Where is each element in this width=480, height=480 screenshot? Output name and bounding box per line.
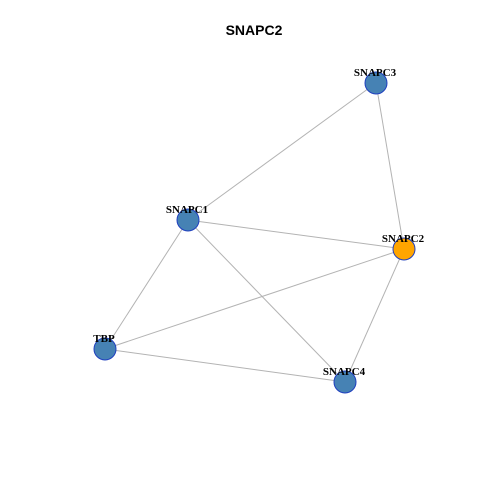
graph-title: SNAPC2	[226, 22, 283, 38]
node-snapc4: SNAPC4	[323, 366, 366, 394]
edge-snapc3-snapc2	[375, 82, 405, 250]
node-circle-tbp	[93, 337, 117, 361]
node-snapc3: SNAPC3	[354, 67, 397, 95]
node-circle-snapc2	[392, 237, 416, 261]
edge-snapc1-snapc4	[187, 219, 346, 383]
edges-layer	[104, 82, 405, 383]
node-circle-snapc3	[364, 71, 388, 95]
node-label-tbp: TBP	[93, 333, 115, 345]
node-label-snapc2: SNAPC2	[382, 233, 425, 245]
node-tbp: TBP	[93, 333, 117, 361]
edge-snapc2-snapc4	[344, 248, 405, 383]
node-circle-snapc1	[176, 208, 200, 232]
node-snapc1: SNAPC1	[166, 204, 208, 232]
node-label-snapc3: SNAPC3	[354, 67, 397, 79]
edge-snapc1-tbp	[104, 219, 189, 350]
node-snapc2: SNAPC2	[382, 233, 425, 261]
edge-snapc3-snapc1	[187, 82, 377, 221]
node-circle-snapc4	[333, 370, 357, 394]
node-label-snapc4: SNAPC4	[323, 366, 366, 378]
node-label-snapc1: SNAPC1	[166, 204, 208, 216]
edge-tbp-snapc4	[104, 348, 346, 383]
edge-snapc2-tbp	[104, 248, 405, 350]
edge-snapc1-snapc2	[187, 219, 405, 250]
